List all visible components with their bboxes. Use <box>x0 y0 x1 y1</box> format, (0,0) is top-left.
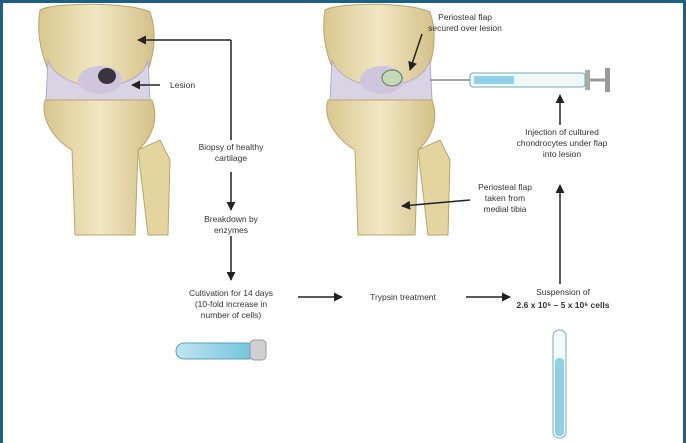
right-knee-joint-icon <box>324 4 450 235</box>
biopsy-label-line2: cartilage <box>215 153 247 163</box>
left-knee-joint-icon <box>39 4 170 235</box>
flap-secured-label-line2: secured over lesion <box>428 23 502 33</box>
injection-label-line2: chondrocytes under flap <box>517 138 608 148</box>
syringe-icon <box>430 68 610 92</box>
suspension-label-line1: Suspension of <box>536 287 591 297</box>
cultivation-label-line3: number of cells) <box>201 310 262 320</box>
flap-taken-label-line2: taken from <box>485 193 525 203</box>
flap-taken-label-line1: Periosteal flap <box>478 182 532 192</box>
vertical-test-tube-icon <box>553 330 566 438</box>
lesion-label: Lesion <box>170 80 195 90</box>
horizontal-culture-tube-icon <box>176 340 266 360</box>
biopsy-label-line1: Biopsy of healthy <box>199 142 264 152</box>
trypsin-label: Trypsin treatment <box>370 292 436 302</box>
suspension-label-line2: 2.6 x 10⁶ – 5 x 10⁶ cells <box>517 300 610 310</box>
cultivation-label-line2: (10-fold increase in <box>195 299 268 309</box>
breakdown-label-line1: Breakdown by <box>204 214 259 224</box>
cultivation-label-line1: Cultivation for 14 days <box>189 288 273 298</box>
flap-secured-label-line1: Periosteal flap <box>438 12 492 22</box>
injection-label-line1: Injection of cultured <box>525 127 599 137</box>
injection-label-line3: into lesion <box>543 149 582 159</box>
breakdown-label-line2: enzymes <box>214 225 248 235</box>
flap-taken-label-line3: medial tibia <box>484 204 527 214</box>
